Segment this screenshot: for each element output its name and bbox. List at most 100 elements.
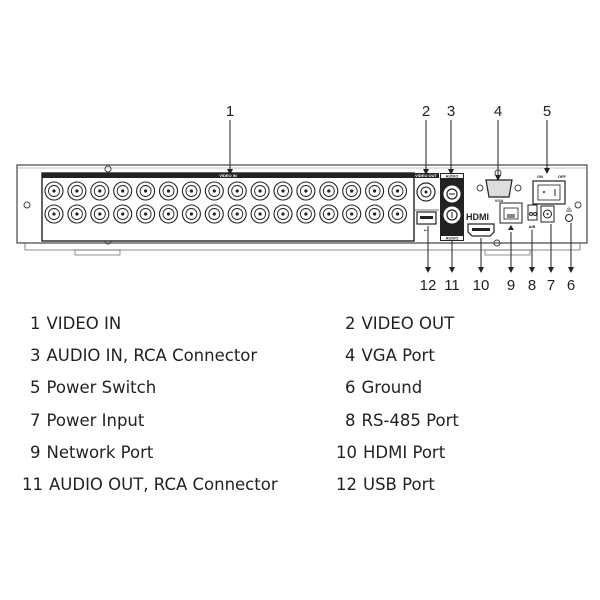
legend-label: HDMI Port bbox=[363, 442, 446, 462]
legend-number: 7 bbox=[30, 410, 41, 430]
video-in-label: VIDEO IN bbox=[219, 173, 237, 178]
video-in-port[interactable] bbox=[365, 204, 385, 224]
video-in-port[interactable] bbox=[158, 204, 179, 224]
legend-number: 6 bbox=[345, 378, 356, 398]
callout-number: 9 bbox=[507, 277, 515, 294]
legend-number: 2 bbox=[345, 314, 356, 333]
callout-number: 10 bbox=[473, 277, 490, 294]
video-in-port[interactable] bbox=[387, 181, 408, 201]
usb-icon: ⭠ bbox=[424, 227, 429, 234]
video-in-port[interactable] bbox=[250, 181, 270, 201]
video-in-port[interactable] bbox=[319, 181, 339, 201]
callout-number: 4 bbox=[494, 103, 502, 120]
callout-number: 12 bbox=[420, 277, 437, 294]
legend-number: 9 bbox=[30, 442, 41, 462]
network-icon bbox=[508, 225, 514, 230]
rs485-port[interactable]: A/B bbox=[527, 204, 538, 229]
video-in-port[interactable] bbox=[365, 181, 385, 201]
video-out-port[interactable]: VIDEO OUT bbox=[414, 173, 439, 211]
vga-port[interactable]: VGA bbox=[476, 179, 522, 203]
legend-item: 2 VIDEO OUT bbox=[345, 314, 454, 333]
video-in-port[interactable] bbox=[387, 204, 408, 224]
legend-label: Power Switch bbox=[46, 378, 157, 398]
video-in-port[interactable] bbox=[342, 204, 362, 224]
legend-label: RS-485 Port bbox=[361, 410, 459, 430]
power-switch[interactable]: ON OFF bbox=[532, 174, 567, 205]
audio-out-port[interactable] bbox=[443, 206, 461, 224]
video-in-port[interactable] bbox=[296, 204, 316, 224]
callout-number: 1 bbox=[226, 103, 234, 120]
video-in-port[interactable] bbox=[204, 181, 224, 201]
callout-number: 8 bbox=[528, 277, 536, 294]
legend-number: 10 bbox=[336, 442, 357, 462]
network-port[interactable] bbox=[499, 202, 523, 230]
callout-number: 2 bbox=[422, 103, 430, 120]
legend-number: 8 bbox=[345, 410, 356, 430]
video-in-port[interactable] bbox=[136, 204, 156, 224]
video-in-port[interactable] bbox=[181, 204, 201, 224]
video-in-port[interactable] bbox=[158, 181, 179, 201]
legend-label: USB Port bbox=[363, 475, 435, 494]
video-in-port[interactable] bbox=[342, 181, 362, 201]
legend-label: VIDEO IN bbox=[46, 314, 122, 333]
video-in-port[interactable] bbox=[273, 204, 293, 224]
video-in-port[interactable] bbox=[67, 181, 87, 201]
audio-in-port[interactable] bbox=[443, 185, 461, 203]
video-out-label: VIDEO OUT bbox=[415, 173, 438, 178]
off-label: OFF bbox=[558, 174, 567, 179]
video-in-port[interactable] bbox=[273, 181, 293, 201]
ground-terminal[interactable] bbox=[565, 206, 573, 222]
legend-number: 12 bbox=[336, 475, 357, 494]
on-label: ON bbox=[537, 174, 543, 179]
legend-label: Network Port bbox=[46, 442, 154, 462]
legend-label: Ground bbox=[361, 378, 423, 398]
video-in-port[interactable] bbox=[227, 204, 247, 224]
video-in-port[interactable] bbox=[44, 181, 64, 201]
video-in-port[interactable] bbox=[90, 204, 110, 224]
video-in-port[interactable] bbox=[204, 204, 224, 224]
video-in-port[interactable] bbox=[319, 204, 339, 224]
hdmi-label: HDMI bbox=[466, 212, 489, 222]
video-in-port[interactable] bbox=[136, 181, 156, 201]
legend-item: 10 HDMI Port bbox=[336, 443, 445, 462]
rs485-label: A/B bbox=[529, 224, 536, 229]
usb-port[interactable]: ⭠ bbox=[416, 211, 437, 234]
callout-number: 11 bbox=[444, 277, 460, 294]
callout-number: 7 bbox=[547, 277, 555, 294]
legend-number: 4 bbox=[345, 346, 356, 366]
video-in-port[interactable] bbox=[67, 204, 87, 224]
legend-number: 1 bbox=[30, 314, 41, 333]
hdmi-port[interactable]: HDMI bbox=[466, 212, 495, 237]
legend-label: AUDIO IN, RCA Connector bbox=[46, 346, 258, 366]
legend-label: VGA Port bbox=[361, 346, 435, 366]
video-in-port[interactable] bbox=[113, 181, 133, 201]
legend-label: VIDEO OUT bbox=[361, 314, 455, 333]
video-in-port[interactable] bbox=[44, 204, 64, 224]
video-in-block: VIDEO IN bbox=[41, 172, 415, 242]
legend-item: 12 USB Port bbox=[336, 475, 435, 494]
legend-label: Power Input bbox=[46, 410, 145, 430]
audio-out-label: AUDIO bbox=[446, 236, 459, 241]
video-in-port[interactable] bbox=[181, 181, 201, 201]
video-in-port[interactable] bbox=[250, 204, 270, 224]
video-in-port[interactable] bbox=[227, 181, 247, 201]
video-in-port[interactable] bbox=[296, 181, 316, 201]
video-in-port[interactable] bbox=[113, 204, 133, 224]
callout-number: 5 bbox=[543, 103, 551, 120]
callout-number: 3 bbox=[447, 103, 455, 120]
audio-block: AUDIO AUDIO bbox=[440, 173, 464, 241]
video-in-port[interactable] bbox=[90, 181, 110, 201]
power-input[interactable] bbox=[540, 205, 555, 223]
callout-number: 6 bbox=[567, 277, 575, 294]
legend-item: 1 VIDEO IN bbox=[30, 314, 121, 333]
legend-label: AUDIO OUT, RCA Connector bbox=[49, 475, 278, 494]
